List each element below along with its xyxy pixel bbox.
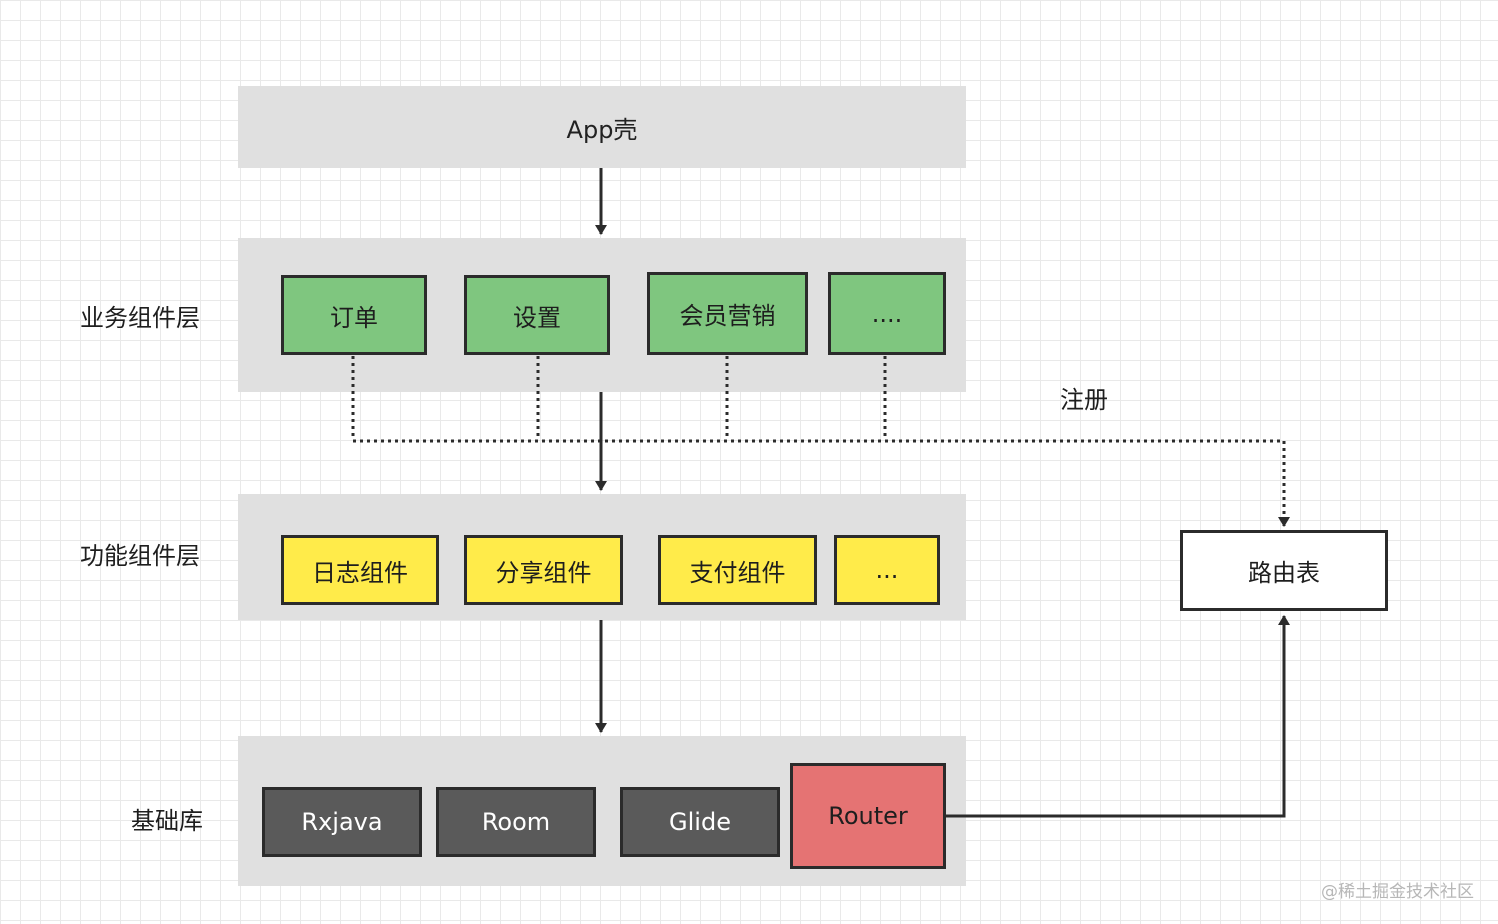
business-item-settings[interactable]: 设置 [464,275,610,355]
business-item-more[interactable]: .... [828,272,946,355]
base-item-rxjava[interactable]: Rxjava [262,787,422,857]
base-item-glide[interactable]: Glide [620,787,780,857]
route-table-box[interactable]: 路由表 [1180,530,1388,611]
business-item-membership-marketing[interactable]: 会员营销 [647,272,808,355]
business-item-order[interactable]: 订单 [281,275,427,355]
base-layer-label: 基础库 [131,807,203,835]
function-item-more[interactable]: ... [834,535,940,605]
function-item-payment[interactable]: 支付组件 [658,535,817,605]
watermark: @稀土掘金技术社区 [1321,882,1474,902]
app-shell-band: App壳 [238,86,966,168]
base-item-room[interactable]: Room [436,787,596,857]
function-item-logging[interactable]: 日志组件 [281,535,439,605]
function-item-sharing[interactable]: 分享组件 [464,535,623,605]
app-shell-label: App壳 [566,115,638,144]
function-layer-label: 功能组件层 [80,542,200,570]
router-to-route-table [946,615,1290,818]
register-label: 注册 [1060,386,1108,414]
base-item-router[interactable]: Router [790,763,946,869]
business-layer-label: 业务组件层 [80,304,200,332]
